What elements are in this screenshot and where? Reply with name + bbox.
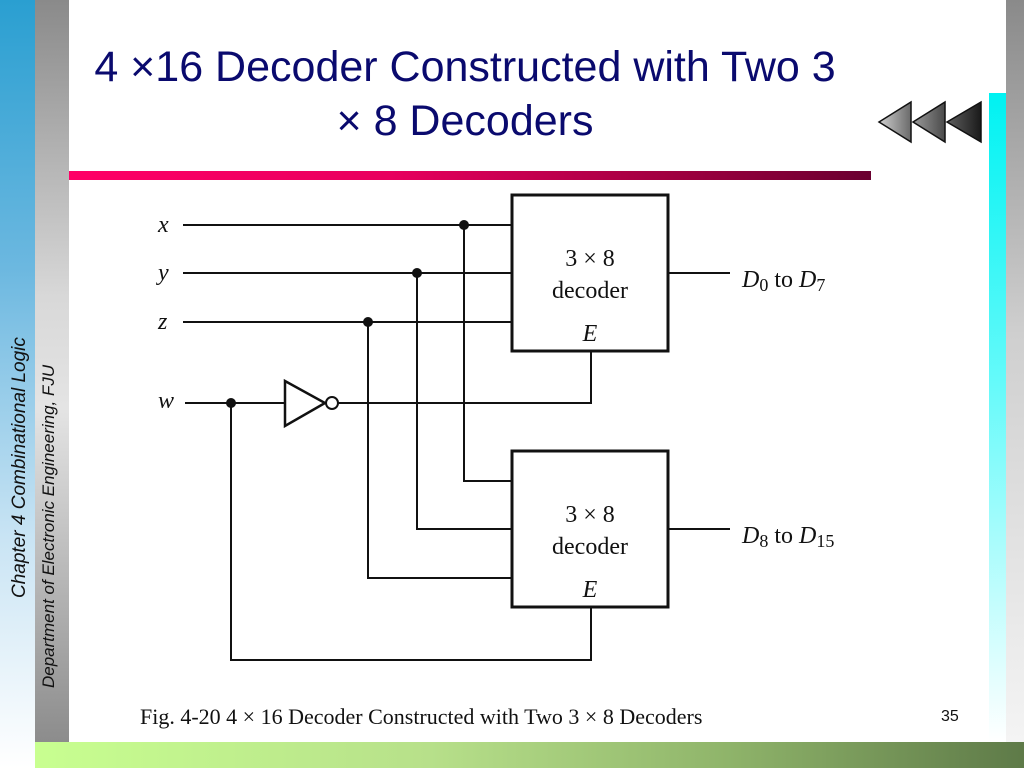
- input-label-x: x: [157, 212, 169, 238]
- arrow-left-2-icon: [911, 100, 946, 144]
- out-lower-to: 15: [816, 531, 834, 551]
- title-line-1: 4 ×16 Decoder Constructed with Two 3: [94, 43, 836, 91]
- right-cyan-bar: [989, 93, 1006, 742]
- decoder-upper: [510, 193, 670, 353]
- out-upper-to: 7: [816, 275, 825, 295]
- out-lower-to-word: to: [774, 523, 793, 549]
- arrow-left-1-icon: [877, 100, 912, 144]
- wire-y-tap: [416, 273, 512, 530]
- wire-w-inverted: [338, 351, 592, 404]
- out-lower-d1: D: [741, 523, 759, 549]
- out-lower-d2: D: [798, 523, 816, 549]
- input-label-z: z: [157, 309, 168, 335]
- decoder-lower-size: 3 × 8: [565, 502, 615, 528]
- decoder-lower-label: decoder: [552, 534, 628, 560]
- out-upper-to-word: to: [774, 267, 793, 293]
- page-number: 35: [941, 708, 959, 725]
- right-gray-strip: [1006, 0, 1024, 742]
- junction-z: [363, 317, 373, 327]
- decoder-lower: [510, 449, 670, 609]
- decoder-upper-label: decoder: [552, 278, 628, 304]
- bottom-decor-bar: [35, 742, 1024, 768]
- wire-x-tap: [463, 225, 512, 482]
- out-upper-from: 0: [759, 275, 768, 295]
- wire-w-tap: [230, 403, 592, 661]
- wire-z-tap: [367, 322, 512, 579]
- title-line-2: × 8 Decoders: [336, 97, 594, 145]
- figure-caption: Fig. 4-20 4 × 16 Decoder Constructed wit…: [140, 704, 703, 729]
- gray-decor-strip: [35, 0, 69, 742]
- decoder-upper-enable: E: [582, 321, 598, 347]
- slide-title: 4 ×16 Decoder Constructed with Two 3 × 8…: [70, 40, 860, 148]
- arrow-left-3-icon: [945, 100, 982, 144]
- title-underline-rule: [69, 171, 871, 180]
- input-label-w: w: [158, 388, 174, 414]
- inverter-gate-icon: [283, 378, 328, 429]
- decoder-upper-size: 3 × 8: [565, 246, 615, 272]
- left-decor-strip: [0, 0, 35, 768]
- rewind-triple-arrow-icon[interactable]: [876, 100, 986, 150]
- inverter-bubble: [325, 396, 339, 410]
- decoder-lower-enable: E: [582, 577, 598, 603]
- input-label-y: y: [156, 260, 169, 286]
- out-upper-d1: D: [741, 267, 759, 293]
- out-upper-d2: D: [798, 267, 816, 293]
- out-lower-from: 8: [759, 531, 768, 551]
- junction-w: [226, 398, 236, 408]
- junction-x: [459, 220, 469, 230]
- junction-y: [412, 268, 422, 278]
